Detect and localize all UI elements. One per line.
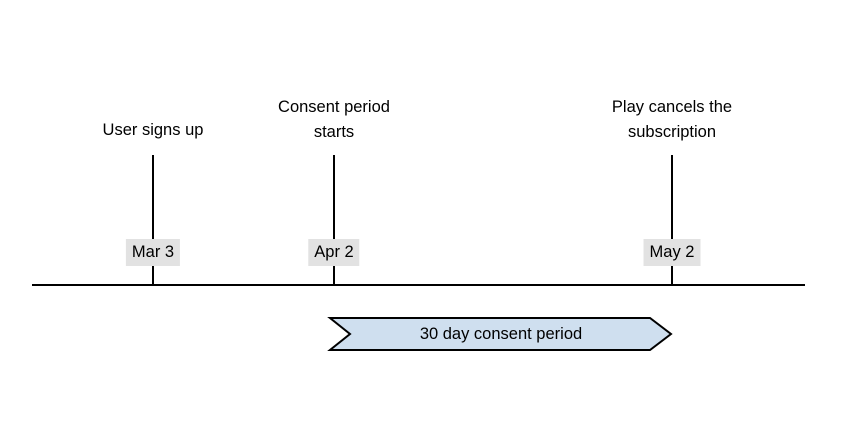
event-label-consent-period-starts: Consent period starts bbox=[278, 98, 390, 141]
event-tick-play-cancels-subscription bbox=[671, 155, 673, 285]
event-date-badge-may-2: May 2 bbox=[643, 239, 701, 266]
event-label-play-cancels-subscription: Play cancels the subscription bbox=[611, 98, 733, 141]
consent-period-arrow-shape bbox=[327, 317, 673, 351]
event-tick-consent-period-starts bbox=[333, 155, 335, 285]
event-label-user-signs-up: User signs up bbox=[102, 121, 204, 139]
event-date-badge-mar-3: Mar 3 bbox=[125, 239, 181, 266]
arrow-polygon bbox=[327, 317, 673, 351]
event-tick-user-signs-up bbox=[152, 155, 154, 285]
event-date-badge-apr-2: Apr 2 bbox=[308, 239, 360, 266]
consent-period-banner: 30 day consent period bbox=[327, 317, 673, 351]
timeline-axis-line bbox=[32, 284, 805, 286]
